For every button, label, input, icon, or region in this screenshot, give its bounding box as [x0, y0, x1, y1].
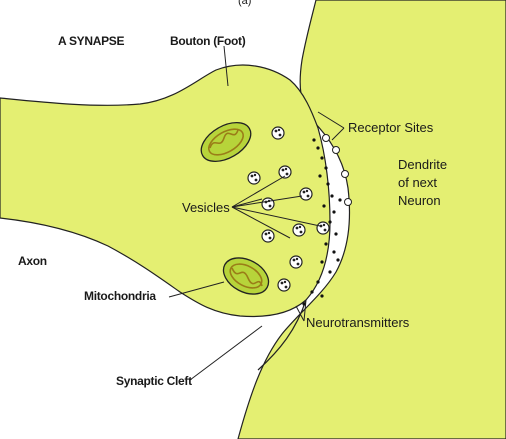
vesicle [278, 279, 290, 291]
label-synaptic-cleft: Synaptic Cleft [116, 374, 192, 388]
vesicle [300, 188, 312, 200]
vesicle [262, 198, 274, 210]
vesicle [248, 172, 260, 184]
vesicle [272, 127, 284, 139]
label-dendrite: Dendrite of next Neuron [398, 156, 447, 210]
label-vesicles: Vesicles [182, 201, 230, 215]
axon-bouton-shape [0, 65, 330, 316]
diagram-title: A SYNAPSE [58, 34, 124, 48]
label-mitochondria: Mitochondria [84, 289, 156, 303]
vesicle [317, 222, 329, 234]
label-receptor-sites: Receptor Sites [348, 121, 433, 135]
label-bouton: Bouton (Foot) [170, 34, 245, 48]
label-neurotransmitters: Neurotransmitters [306, 316, 409, 330]
vesicle [290, 256, 302, 268]
vesicle [262, 230, 274, 242]
page-marker: (a) [238, 0, 251, 8]
label-axon: Axon [18, 254, 47, 268]
vesicle [293, 224, 305, 236]
